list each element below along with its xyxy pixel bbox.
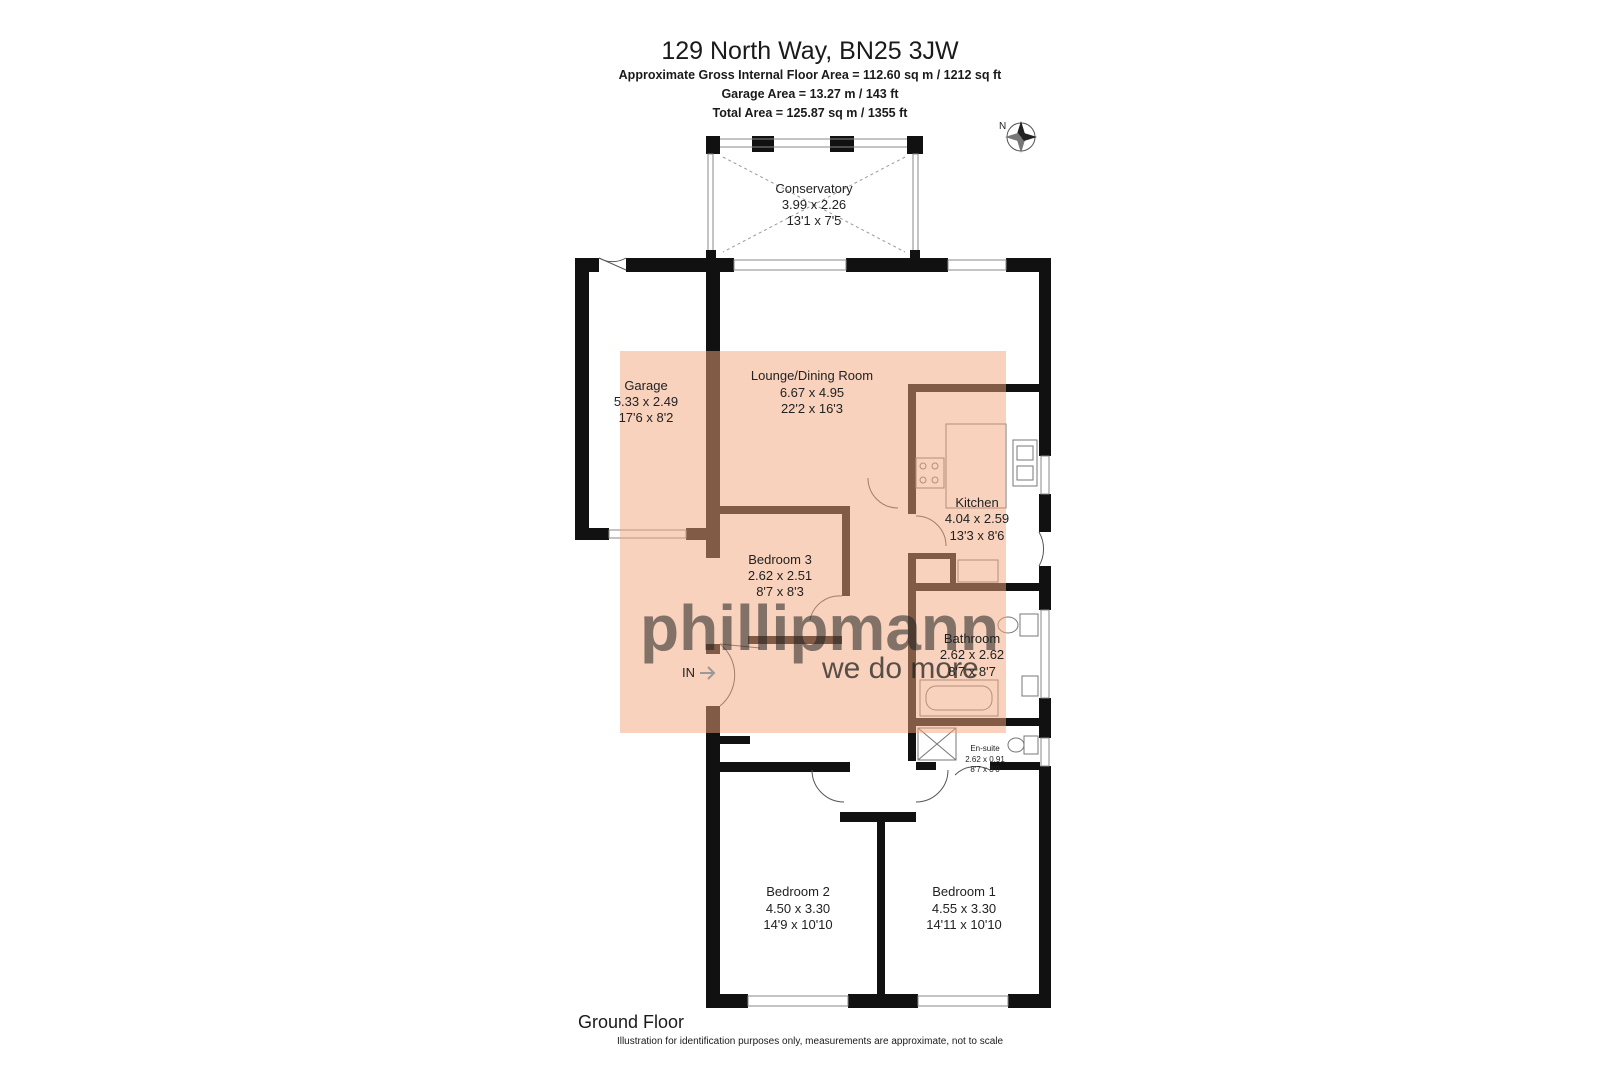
basin-icon bbox=[1021, 675, 1039, 697]
garage-area-text: Garage Area = 13.27 m / 143 ft bbox=[721, 87, 899, 101]
room-name: Garage bbox=[624, 378, 667, 393]
compass-icon: N bbox=[999, 121, 1037, 153]
room-imperial: 13'1 x 7'5 bbox=[787, 213, 842, 228]
entrance-marker: IN bbox=[682, 665, 716, 680]
room-metric: 3.99 x 2.26 bbox=[782, 197, 846, 212]
entrance-label: IN bbox=[682, 665, 695, 680]
room-name: Bedroom 2 bbox=[766, 884, 830, 899]
room-name: Bathroom bbox=[944, 631, 1000, 646]
room-imperial: 14'11 x 10'10 bbox=[926, 917, 1002, 932]
room-metric: 2.62 x 2.51 bbox=[748, 568, 812, 583]
room-label-bedroom3: Bedroom 3 2.62 x 2.51 8'7 x 8'3 bbox=[748, 552, 812, 599]
room-label-ensuite: En-suite 2.62 x 0.91 8'7 x 3'0 bbox=[965, 744, 1005, 774]
room-label-conservatory: Conservatory 3.99 x 2.26 13'1 x 7'5 bbox=[775, 181, 853, 228]
total-area-text: Total Area = 125.87 sq m / 1355 ft bbox=[712, 106, 908, 120]
room-imperial: 8'7 x 8'7 bbox=[948, 664, 996, 679]
room-imperial: 17'6 x 8'2 bbox=[619, 410, 674, 425]
room-name: Conservatory bbox=[775, 181, 853, 196]
room-imperial: 14'9 x 10'10 bbox=[763, 917, 832, 932]
plan-title: 129 North Way, BN25 3JW bbox=[661, 37, 959, 65]
room-label-bathroom: Bathroom 2.62 x 2.62 8'7 x 8'7 bbox=[940, 631, 1004, 679]
room-imperial: 8'7 x 8'3 bbox=[756, 584, 804, 599]
room-imperial: 22'2 x 16'3 bbox=[781, 401, 843, 416]
room-name: Bedroom 3 bbox=[748, 552, 812, 567]
plan-header: 129 North Way, BN25 3JW Approximate Gros… bbox=[0, 36, 1620, 123]
ensuite-toilet-icon bbox=[1023, 735, 1039, 755]
watermark-tagline: we do more bbox=[821, 652, 979, 685]
room-metric: 6.67 x 4.95 bbox=[780, 385, 844, 400]
room-name: Kitchen bbox=[955, 495, 998, 510]
watermark-brand: phillipmann bbox=[640, 592, 999, 664]
toilet-icon bbox=[1019, 613, 1039, 637]
room-name: Bedroom 1 bbox=[932, 884, 996, 899]
room-metric: 5.33 x 2.49 bbox=[614, 394, 678, 409]
conservatory-structure bbox=[706, 136, 923, 258]
room-imperial: 8'7 x 3'0 bbox=[970, 765, 1000, 774]
room-metric: 4.55 x 3.30 bbox=[932, 901, 996, 916]
room-label-lounge: Lounge/Dining Room 6.67 x 4.95 22'2 x 16… bbox=[751, 368, 873, 416]
room-label-bedroom2: Bedroom 2 4.50 x 3.30 14'9 x 10'10 bbox=[763, 884, 832, 932]
room-imperial: 13'3 x 8'6 bbox=[950, 528, 1005, 543]
room-metric: 4.04 x 2.59 bbox=[945, 511, 1009, 526]
room-metric: 2.62 x 2.62 bbox=[940, 647, 1004, 662]
gross-area-text: Approximate Gross Internal Floor Area = … bbox=[618, 68, 1002, 82]
floor-label: Ground Floor bbox=[578, 1012, 685, 1032]
watermark: phillipmann we do more bbox=[620, 351, 1006, 733]
disclaimer-text: Illustration for identification purposes… bbox=[616, 1036, 1004, 1047]
room-metric: 4.50 x 3.30 bbox=[766, 901, 830, 916]
sink-icon bbox=[1012, 439, 1038, 487]
room-label-garage: Garage 5.33 x 2.49 17'6 x 8'2 bbox=[614, 378, 678, 425]
room-metric: 2.62 x 0.91 bbox=[965, 755, 1005, 764]
room-name: Lounge/Dining Room bbox=[751, 368, 873, 383]
room-label-kitchen: Kitchen 4.04 x 2.59 13'3 x 8'6 bbox=[945, 495, 1009, 543]
room-label-bedroom1: Bedroom 1 4.55 x 3.30 14'11 x 10'10 bbox=[926, 884, 1002, 932]
compass-north-label: N bbox=[999, 121, 1006, 132]
room-name: En-suite bbox=[970, 744, 1000, 753]
